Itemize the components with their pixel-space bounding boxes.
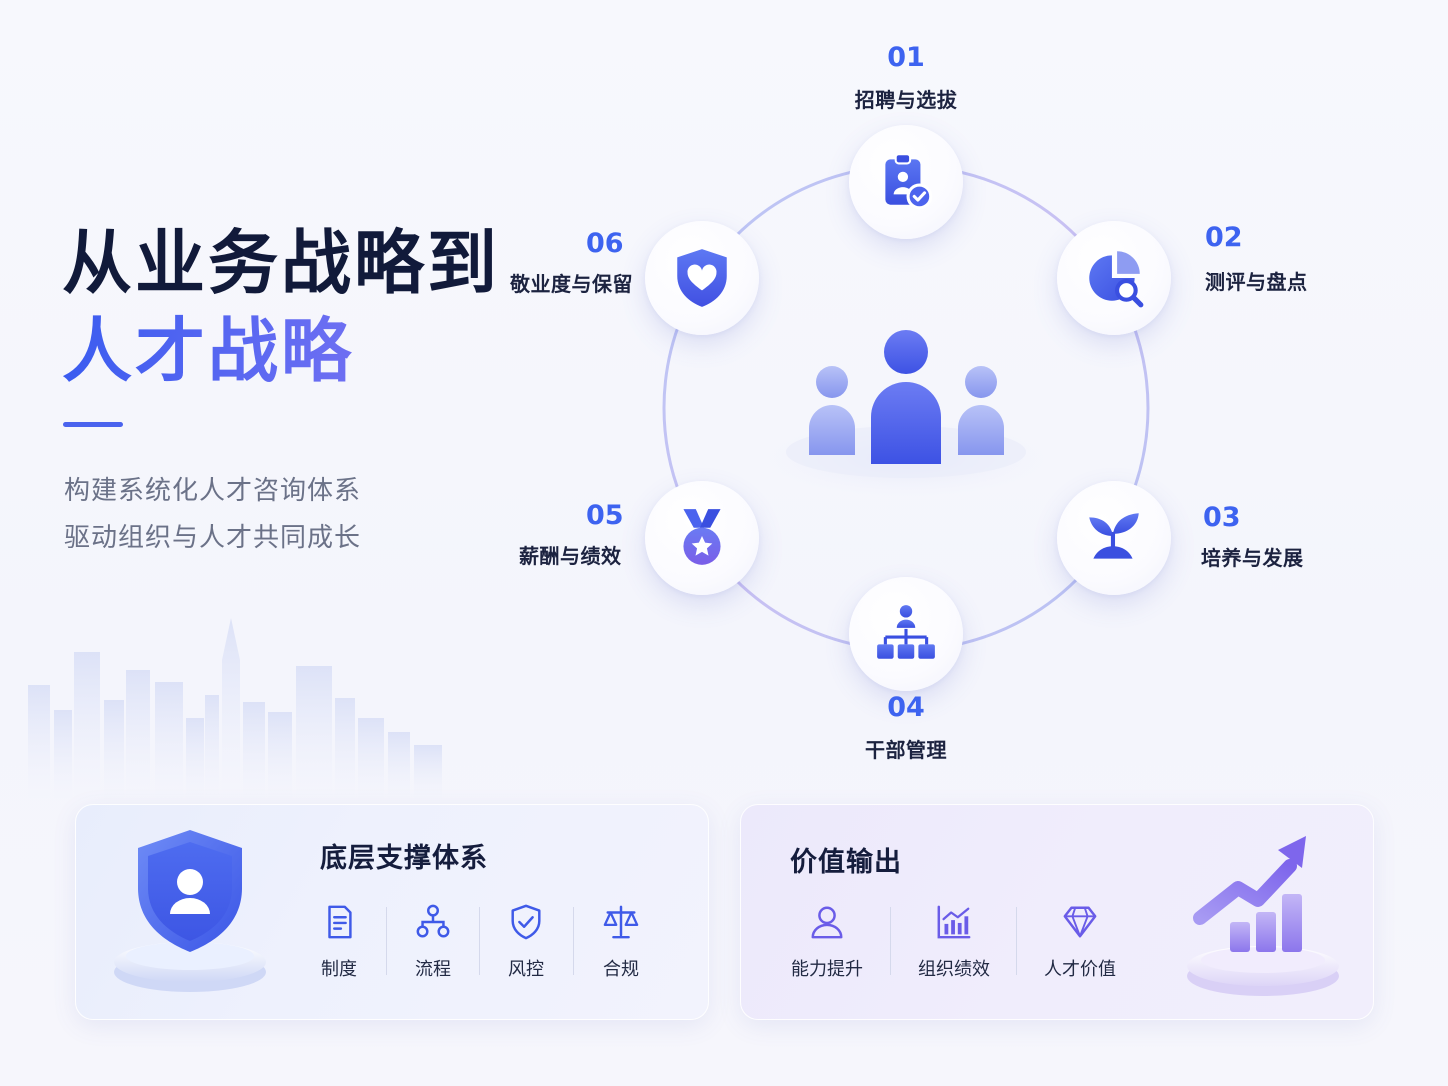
module-number-04: 04 <box>887 692 925 723</box>
shield-heart-icon <box>677 249 727 307</box>
module-label-02: 测评与盘点 <box>1205 270 1308 294</box>
value-item-performance: 组织绩效 <box>907 903 1001 981</box>
accent-divider <box>63 422 123 427</box>
support-item-label: 风控 <box>508 959 544 980</box>
person-icon <box>811 906 843 939</box>
value-item-label: 组织绩效 <box>918 959 990 980</box>
city-skyline-illustration <box>28 618 442 800</box>
module-node-01[interactable] <box>849 125 963 239</box>
module-label-01: 招聘与选拔 <box>854 88 958 112</box>
document-icon <box>328 905 352 939</box>
clipboard-check-icon <box>885 153 933 210</box>
value-item-label: 能力提升 <box>791 959 863 980</box>
flow-icon <box>416 904 450 938</box>
support-item-label: 流程 <box>415 959 451 980</box>
value-card-title: 价值输出 <box>790 847 902 878</box>
support-item-policy: 制度 <box>292 903 386 981</box>
headline-line-2: 人才战略 <box>62 306 354 396</box>
pie-chart-search-icon <box>1089 251 1144 308</box>
module-number-05: 05 <box>586 500 624 531</box>
module-node-04[interactable] <box>849 577 963 691</box>
people-group-icon <box>768 330 1044 496</box>
talent-cycle-diagram <box>662 164 1150 652</box>
module-label-04: 干部管理 <box>865 738 947 762</box>
module-number-02: 02 <box>1205 222 1243 253</box>
item-divider <box>890 907 891 975</box>
module-number-06: 06 <box>586 228 624 259</box>
org-chart-icon <box>877 605 935 659</box>
subtitle-line-2: 驱动组织与人才共同成长 <box>64 523 362 553</box>
growth-chart-icon <box>1187 836 1339 996</box>
subtitle-line-1: 构建系统化人才咨询体系 <box>64 476 362 506</box>
shield-person-icon <box>114 830 266 992</box>
headline-line-1: 从业务战略到 <box>62 222 500 304</box>
item-divider <box>479 907 480 975</box>
diamond-icon <box>1063 906 1097 938</box>
module-number-03: 03 <box>1203 502 1241 533</box>
module-label-05: 薪酬与绩效 <box>519 544 622 568</box>
support-item-compliance: 合规 <box>574 903 668 981</box>
module-node-03[interactable] <box>1057 481 1171 595</box>
value-item-label: 人才价值 <box>1044 959 1116 980</box>
value-item-talent-value: 人才价值 <box>1033 903 1127 981</box>
module-node-02[interactable] <box>1057 221 1171 335</box>
support-item-process: 流程 <box>386 903 480 981</box>
shield-check-icon <box>511 904 541 940</box>
support-item-label: 制度 <box>321 959 357 980</box>
support-card-title: 底层支撑体系 <box>320 843 488 874</box>
module-label-03: 培养与发展 <box>1201 546 1304 570</box>
module-node-06[interactable] <box>645 221 759 335</box>
support-item-label: 合规 <box>603 959 639 980</box>
sprout-icon <box>1089 513 1139 559</box>
item-divider <box>1016 907 1017 975</box>
module-number-01: 01 <box>887 42 925 73</box>
item-divider <box>386 907 387 975</box>
module-node-05[interactable] <box>645 481 759 595</box>
bar-chart-icon <box>937 905 971 939</box>
support-item-risk-control: 风控 <box>479 903 573 981</box>
item-divider <box>573 907 574 975</box>
module-label-06: 敬业度与保留 <box>510 272 633 296</box>
scale-icon <box>603 905 639 939</box>
value-item-capability: 能力提升 <box>780 903 874 981</box>
medal-icon <box>683 509 721 565</box>
